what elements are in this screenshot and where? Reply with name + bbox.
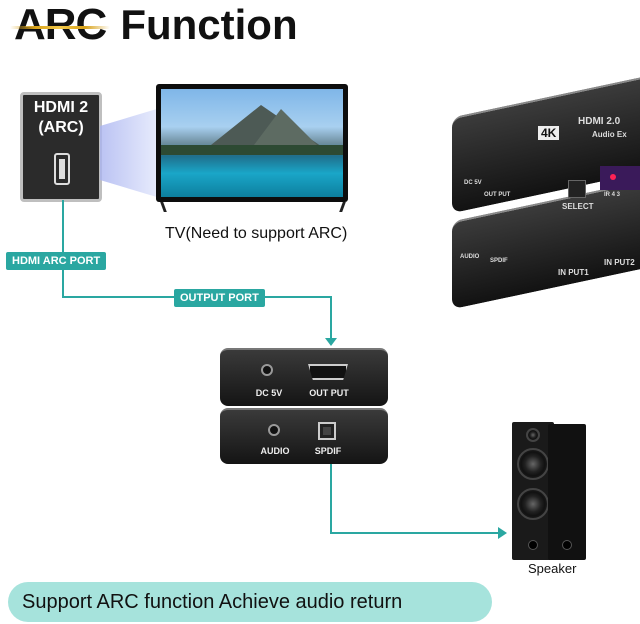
arrow-right-icon [498, 527, 507, 539]
product-subtitle: Audio Ex [592, 130, 627, 139]
speaker-woofer-icon [517, 488, 549, 520]
speaker-tweeter-icon [526, 428, 540, 442]
output-port-tag: OUTPUT PORT [174, 289, 265, 307]
spdif-socket [318, 422, 336, 440]
product-dc-label: DC 5V [464, 180, 482, 186]
speaker-right [548, 424, 586, 560]
tv-stand-right [328, 202, 346, 212]
speaker-left [512, 422, 554, 560]
product-spdif-label: SPDIF [490, 258, 508, 264]
tv-stand-left [160, 202, 178, 212]
hdmi-arc-callout: HDMI 2 (ARC) [20, 92, 102, 202]
hdmi-arc-port-tag: HDMI ARC PORT [6, 252, 107, 270]
audio-label: AUDIO [260, 446, 290, 456]
product-led-labels: IR 4 3 [604, 192, 621, 198]
page-title: ARC Function [9, 0, 298, 49]
feature-banner: Support ARC function Achieve audio retur… [8, 582, 492, 622]
arrow-down-icon [325, 338, 337, 346]
treeline [161, 145, 343, 155]
connector-line [62, 200, 64, 298]
connector-line [330, 296, 332, 340]
product-model: HDMI 2.0 [578, 116, 621, 127]
audio-jack [268, 424, 280, 436]
speaker-woofer-icon [517, 448, 549, 480]
speaker-caption: Speaker [528, 561, 577, 576]
hdmi-output-socket [308, 364, 348, 380]
tv-caption: TV(Need to support ARC) [165, 225, 348, 242]
title-function: Function [120, 1, 298, 48]
mountain-shape-2 [251, 109, 321, 149]
speaker-port-icon [528, 540, 538, 550]
dc-5v-jack [261, 364, 273, 376]
product-audio-label: AUDIO [460, 254, 480, 260]
zoom-beam [100, 108, 160, 198]
product-input1-label: IN PUT1 [558, 268, 589, 277]
dc-5v-label: DC 5V [255, 388, 283, 398]
output-label: OUT PUT [309, 388, 349, 398]
tv-image [156, 84, 348, 202]
connector-line [330, 460, 332, 534]
product-unit-image: 4K HDMI 2.0 Audio Ex DC 5V OUT PUT SELEC… [452, 74, 640, 310]
extractor-bottom-unit: AUDIO SPDIF [220, 408, 388, 464]
title-arc: ARC [9, 0, 111, 49]
tv-screen-landscape [161, 89, 343, 197]
product-input2-label: IN PUT2 [604, 258, 635, 267]
led-red-icon [610, 174, 616, 180]
product-output-label: OUT PUT [484, 192, 511, 198]
spdif-label: SPDIF [314, 446, 342, 456]
connector-line [330, 532, 500, 534]
hdmi-port-icon [54, 153, 70, 185]
banner-text: Support ARC function Achieve audio retur… [22, 590, 403, 613]
product-select-label: SELECT [562, 202, 594, 211]
product-badge-4k: 4K [538, 126, 560, 140]
speaker-port-icon [562, 540, 572, 550]
hdmi-callout-line1: HDMI 2 [33, 99, 89, 116]
led-panel [600, 166, 640, 190]
select-button-icon [568, 180, 586, 198]
hdmi-callout-line2: (ARC) [38, 119, 84, 136]
extractor-top-unit: DC 5V OUT PUT [220, 348, 388, 406]
